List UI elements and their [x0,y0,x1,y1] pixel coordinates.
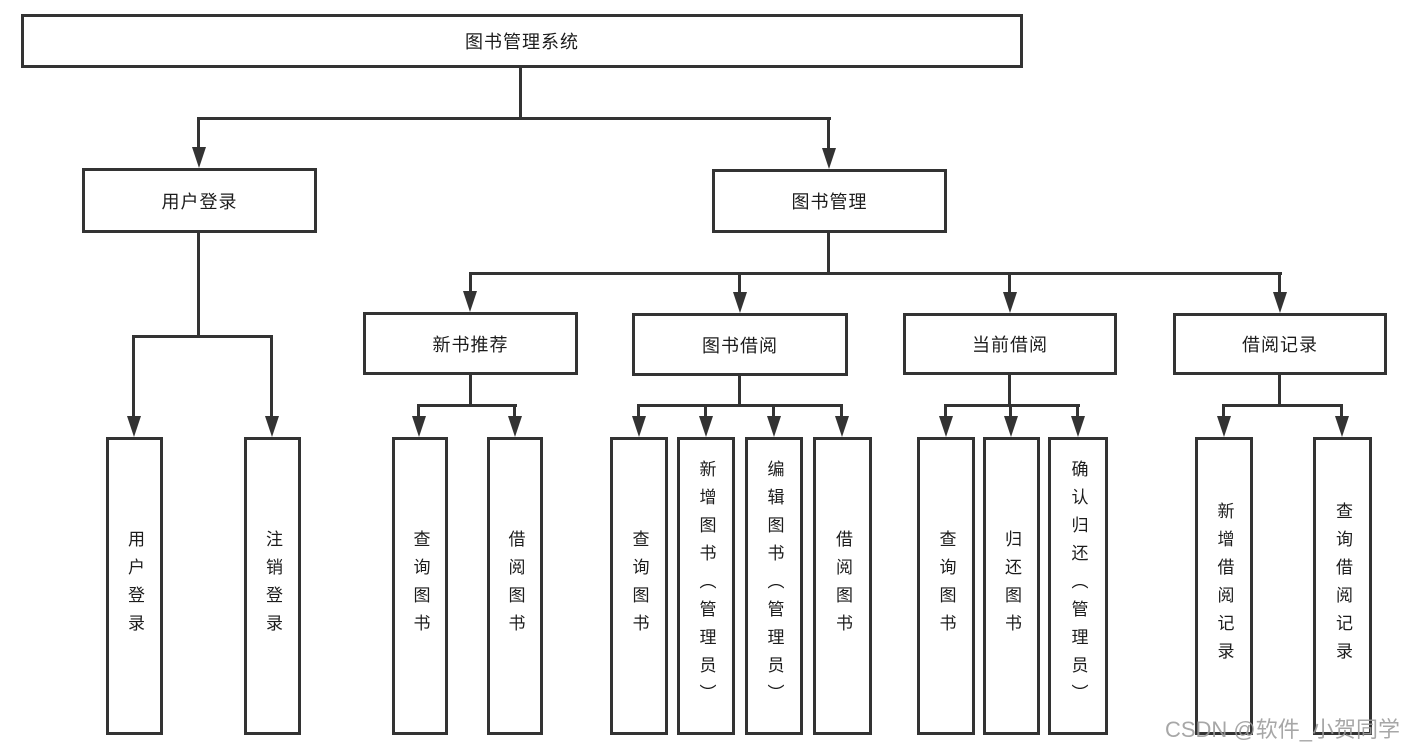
connector-line [1340,407,1343,418]
arrowhead-down-icon [412,416,426,437]
connector-line [637,407,640,418]
connector-line [1076,407,1079,418]
connector-line [827,233,830,272]
arrowhead-down-icon [632,416,646,437]
arrowhead-down-icon [508,416,522,437]
node-book-borrow: 图书借阅 [632,313,848,376]
node-label: 借阅图书 [833,530,852,642]
connector-line [1278,375,1281,406]
node-cb-return-book: 归还图书 [983,437,1040,735]
node-label: 新书推荐 [432,334,509,355]
node-bb-add-book: 新增图书（管理员） [677,437,735,735]
arrowhead-down-icon [835,416,849,437]
connector-line [738,275,741,294]
node-label: 注销登录 [263,530,282,642]
node-nb-borrow-book: 借阅图书 [487,437,543,735]
arrowhead-down-icon [1273,292,1287,313]
connector-line [827,120,830,151]
connector-line [469,275,472,293]
connector-line [1008,275,1011,294]
arrowhead-down-icon [699,416,713,437]
node-label: 编辑图书（管理员） [764,460,784,712]
connector-line [469,375,472,407]
connector-line [944,404,1080,407]
node-bb-query-book: 查询图书 [610,437,668,735]
arrowhead-down-icon [1004,416,1018,437]
connector-line [637,404,843,407]
node-current-borrow: 当前借阅 [903,313,1117,375]
node-cb-confirm-return: 确认归还（管理员） [1048,437,1108,735]
connector-line [840,407,843,418]
arrowhead-down-icon [1003,292,1017,313]
node-label: 用户登录 [125,530,144,642]
connector-line [1008,375,1011,406]
node-label: 用户登录 [161,191,238,212]
connector-line [417,407,420,418]
arrowhead-down-icon [1217,416,1231,437]
connector-line [1009,407,1012,418]
arrowhead-down-icon [265,416,279,437]
node-label: 借阅图书 [505,530,525,642]
arrowhead-down-icon [463,291,477,312]
connector-line [1222,404,1343,407]
node-label: 查询图书 [936,530,956,642]
connector-line [270,338,273,418]
connector-line [738,376,741,406]
node-label: 新增图书（管理员） [696,460,716,712]
node-rec-query-record: 查询借阅记录 [1313,437,1372,735]
node-nb-query-book: 查询图书 [392,437,448,735]
arrowhead-down-icon [127,416,141,437]
node-label: 查询借阅记录 [1333,502,1352,670]
node-label: 图书管理系统 [465,32,579,52]
node-label: 当前借阅 [972,335,1048,355]
connector-line [513,407,516,418]
connector-line [132,338,135,418]
arrowhead-down-icon [1071,416,1085,437]
connector-line [1278,275,1281,294]
node-user-login-group: 用户登录 [82,168,317,233]
arrowhead-down-icon [1335,416,1349,437]
connector-line [197,233,200,335]
node-label: 图书管理 [791,192,868,212]
node-root: 图书管理系统 [21,14,1023,68]
arrowhead-down-icon [192,147,206,168]
node-label: 查询图书 [629,530,649,642]
connector-line [944,407,947,418]
arrowhead-down-icon [939,416,953,437]
node-borrow-records: 借阅记录 [1173,313,1387,375]
node-cb-query-book: 查询图书 [917,437,975,735]
arrowhead-down-icon [822,148,836,169]
arrowhead-down-icon [733,292,747,313]
connector-line [772,407,775,418]
node-label: 确认归还（管理员） [1068,460,1088,712]
connector-line [704,407,707,418]
node-rec-add-record: 新增借阅记录 [1195,437,1253,735]
connector-line [197,117,831,120]
arrowhead-down-icon [767,416,781,437]
connector-line [1222,407,1225,418]
node-logout: 注销登录 [244,437,301,735]
node-bb-edit-book: 编辑图书（管理员） [745,437,803,735]
node-user-login: 用户登录 [106,437,163,735]
csdn-watermark: CSDN @软件_小贺同学 [1164,717,1400,742]
connector-line [417,404,517,407]
connector-line [469,272,1282,275]
node-label: 借阅记录 [1242,335,1318,355]
node-label: 图书借阅 [702,335,778,356]
node-bb-borrow-book: 借阅图书 [813,437,872,735]
node-label: 归还图书 [1002,530,1021,642]
connector-line [519,68,522,119]
connector-line [132,335,273,338]
connector-line [197,120,200,150]
node-label: 新增借阅记录 [1214,502,1234,670]
node-label: 查询图书 [410,530,430,642]
node-book-mgmt: 图书管理 [712,169,947,233]
node-new-book-rec: 新书推荐 [363,312,578,375]
